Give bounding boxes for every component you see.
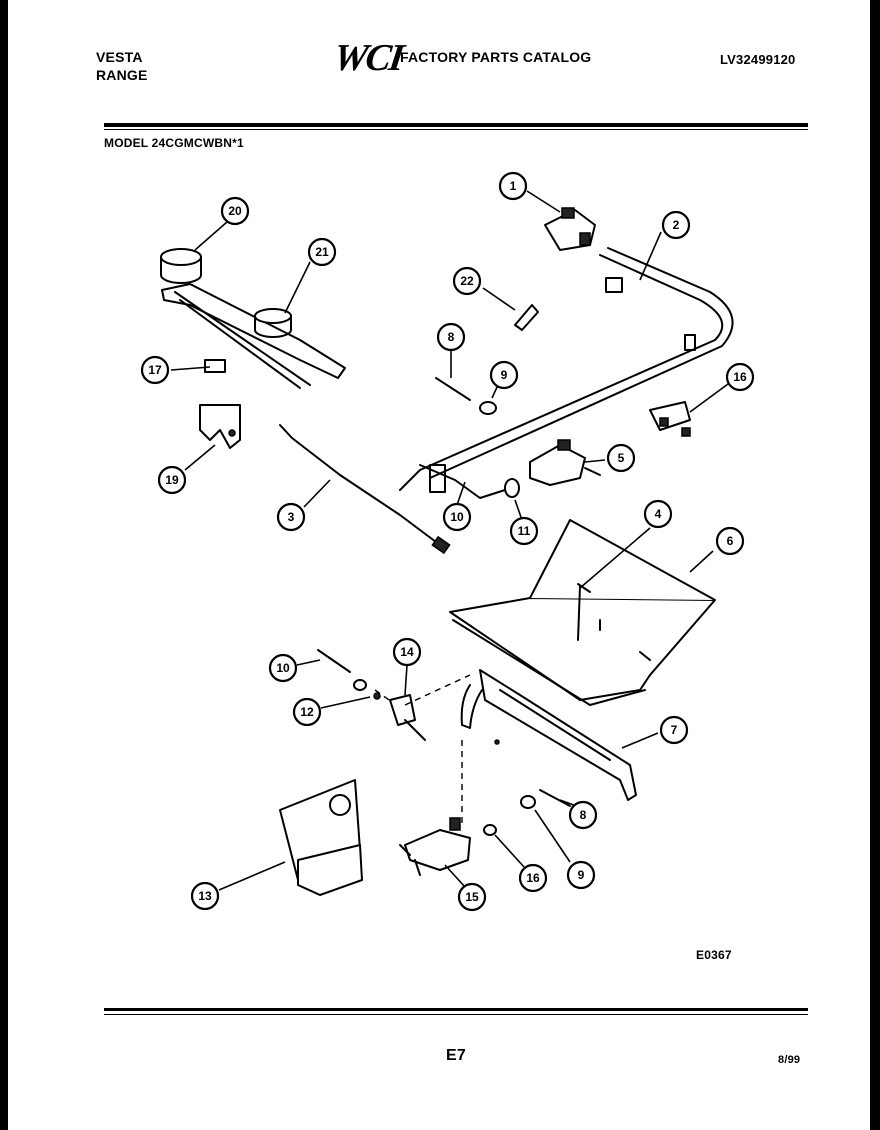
rod-10-lower: [317, 649, 351, 673]
svg-text:20: 20: [228, 204, 242, 218]
svg-text:8: 8: [448, 330, 455, 344]
svg-text:5: 5: [618, 451, 625, 465]
svg-text:21: 21: [315, 245, 329, 259]
footer-rule-thin: [104, 1014, 808, 1015]
callout-22: 22: [452, 266, 482, 296]
callout-3: 3: [276, 502, 306, 532]
nut-top: [479, 401, 497, 415]
svg-text:7: 7: [671, 723, 678, 737]
model-number: MODEL 24CGMCWBN*1: [104, 136, 244, 150]
svg-text:13: 13: [198, 889, 212, 903]
svg-text:4: 4: [655, 507, 662, 521]
svg-text:22: 22: [460, 274, 474, 288]
main-valve: [544, 207, 596, 251]
header-rule-thick: [104, 123, 808, 127]
callout-9-top: 9: [489, 360, 519, 390]
screw-12a: [353, 679, 367, 691]
svg-text:10: 10: [276, 661, 290, 675]
burner-valve: [529, 439, 601, 486]
header-rule-thin: [104, 129, 808, 130]
callout-8-lower: 8: [568, 800, 598, 830]
svg-text:10: 10: [450, 510, 464, 524]
screw-16-top: [494, 739, 500, 745]
svg-text:19: 19: [165, 473, 179, 487]
callout-5: 5: [606, 443, 636, 473]
burner-assembly: [160, 248, 346, 389]
catalog-number: LV32499120: [720, 52, 796, 67]
svg-text:17: 17: [148, 363, 162, 377]
svg-text:9: 9: [578, 868, 585, 882]
svg-text:8: 8: [580, 808, 587, 822]
callout-21: 21: [307, 237, 337, 267]
orifice-fitting: [649, 401, 691, 437]
svg-text:3: 3: [288, 510, 295, 524]
callout-20: 20: [220, 196, 250, 226]
screw-16-lower: [483, 824, 497, 836]
svg-text:11: 11: [518, 524, 531, 538]
svg-text:2: 2: [673, 218, 680, 232]
svg-text:12: 12: [300, 705, 314, 719]
valve-bracket: [389, 694, 426, 741]
parts-catalog-page: VESTA RANGE WCI FACTORY PARTS CATALOG LV…: [8, 0, 870, 1130]
oven-thermostat: [399, 817, 471, 876]
brand-block: VESTA RANGE: [96, 48, 148, 84]
callout-18: 16: [725, 362, 755, 392]
callout-13: 13: [190, 881, 220, 911]
gas-tube: [279, 424, 451, 555]
svg-text:6: 6: [727, 534, 734, 548]
callout-4: 4: [643, 499, 673, 529]
heat-shield: [449, 519, 716, 706]
callout-12: 12: [292, 697, 322, 727]
svg-text:15: 15: [465, 890, 479, 904]
callout-2: 2: [661, 210, 691, 240]
footer-rule-thick: [104, 1008, 808, 1011]
revision-date: 8/99: [778, 1054, 801, 1066]
rod-top: [435, 377, 471, 401]
callout-6: 6: [715, 526, 745, 556]
callout-15: 15: [457, 882, 487, 912]
mounting-panel: [279, 779, 363, 896]
screw-12b: [373, 692, 381, 700]
callout-16: 16: [518, 863, 548, 893]
broil-burner: [460, 669, 637, 801]
svg-text:16: 16: [526, 871, 540, 885]
fitting-11: [504, 478, 520, 498]
callout-7: 7: [659, 715, 689, 745]
callout-14: 14: [392, 637, 422, 667]
callout-10-top: 10: [442, 502, 472, 532]
catalog-title: FACTORY PARTS CATALOG: [400, 49, 592, 65]
tube-10: [419, 464, 506, 499]
callout-8-top: 8: [436, 322, 466, 352]
callout-1: 1: [498, 171, 528, 201]
bracket-assembly: [199, 359, 241, 449]
nut-lower: [520, 795, 536, 809]
callout-19: 19: [157, 465, 187, 495]
brand-name: VESTA: [96, 49, 143, 65]
manifold-pipe: [399, 247, 734, 493]
clip: [514, 304, 539, 331]
callout-17: 17: [140, 355, 170, 385]
product-type: RANGE: [96, 67, 148, 83]
svg-text:14: 14: [400, 645, 414, 659]
svg-text:16: 16: [733, 370, 747, 384]
figure-code: E0367: [696, 948, 732, 962]
leader-lines: [170, 190, 729, 891]
svg-text:9: 9: [501, 368, 508, 382]
callout-11: 11: [509, 516, 539, 546]
rod-lower: [539, 789, 571, 807]
callout-10-lower: 10: [268, 653, 298, 683]
page-number: E7: [446, 1047, 466, 1064]
callout-9-lower: 9: [566, 860, 596, 890]
svg-text:1: 1: [510, 179, 517, 193]
